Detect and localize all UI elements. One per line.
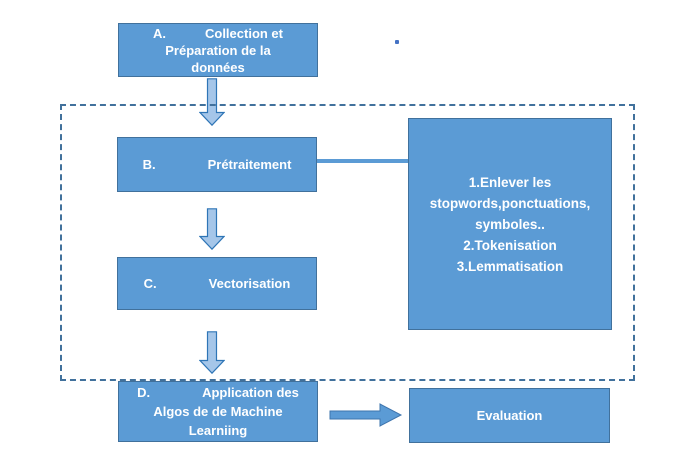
stray-dot	[395, 40, 399, 44]
step-ml-line3: Learniing	[188, 423, 248, 438]
right-block-arrow-d-to-evaluation-icon	[329, 403, 403, 427]
evaluation-line1: Evaluation	[476, 408, 543, 423]
details-line2: stopwords,ponctuations,	[429, 195, 591, 211]
evaluation-box: Evaluation	[409, 388, 610, 443]
step-collection-line1: A. Collection et	[152, 25, 283, 41]
step-collection-line3: données	[191, 59, 245, 75]
preprocessing-details-box: 1.Enlever les stopwords,ponctuations, sy…	[408, 118, 612, 330]
details-line4: 2.Tokenisation	[463, 237, 557, 253]
down-block-arrow-c-to-d-icon	[199, 331, 225, 374]
step-ml-line2: Algos de de Machine	[153, 404, 283, 419]
details-line5: 3.Lemmatisation	[456, 258, 564, 274]
step-ml-line1: D. Application des	[137, 385, 299, 400]
step-box-vectorisation: C. Vectorisation	[117, 257, 317, 310]
details-line1: 1.Enlever les	[468, 174, 552, 190]
step-vectorisation-line1: C. Vectorisation	[143, 276, 291, 291]
down-block-arrow-a-to-b-icon	[199, 78, 225, 126]
step-box-pretraitement: B. Prétraitement	[117, 137, 317, 192]
details-line3: symboles..	[475, 216, 545, 232]
step-pretraitement-line1: B. Prétraitement	[142, 157, 292, 172]
step-box-machine-learning: D. Application des Algos de de Machine L…	[118, 381, 318, 442]
down-block-arrow-b-to-c-icon	[199, 208, 225, 250]
step-box-collection: A. Collection et Préparation de la donné…	[118, 23, 318, 77]
connector-b-to-details	[316, 159, 408, 163]
step-collection-line2: Préparation de la	[165, 42, 271, 58]
